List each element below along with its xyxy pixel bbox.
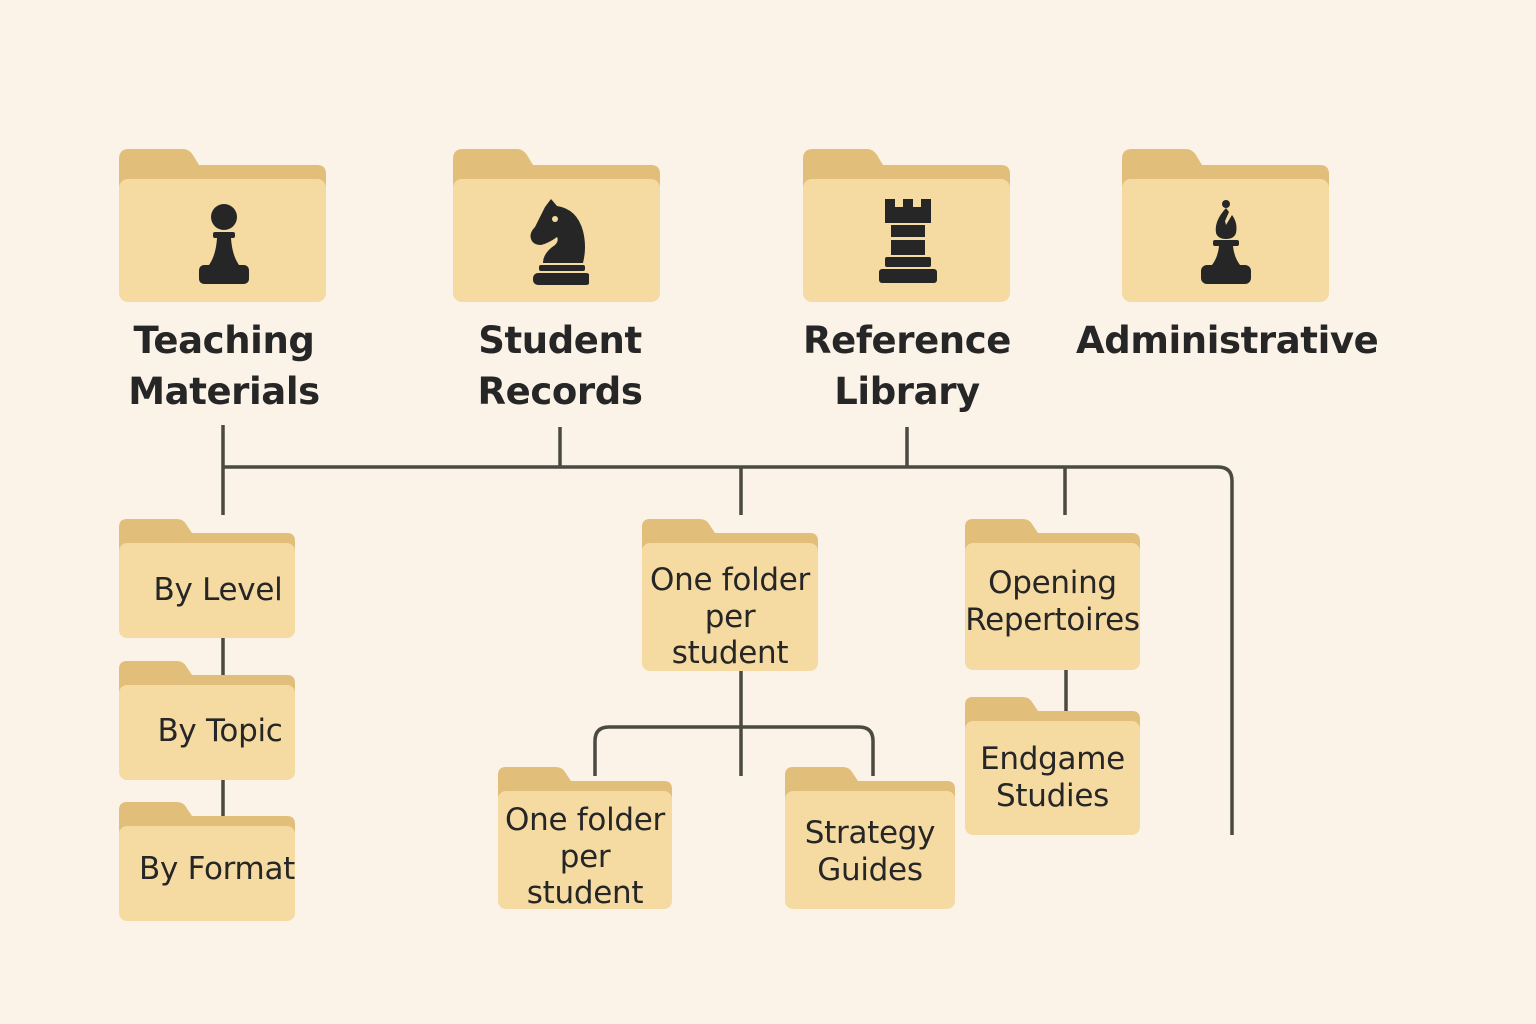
folder-label: By Topic <box>157 712 283 749</box>
student-records-folder[interactable] <box>453 147 660 302</box>
one-folder-per-student-child-folder[interactable]: One folder per student <box>498 765 672 911</box>
by-level-folder[interactable]: By Level <box>119 517 295 638</box>
student-records-title: Student Records <box>477 319 643 413</box>
reference-library-folder[interactable] <box>803 147 1010 302</box>
folder-icon <box>965 697 1140 835</box>
folder-icon <box>453 149 660 302</box>
folder-label: One folder per student <box>505 802 665 912</box>
folder-icon <box>119 519 295 638</box>
folder-label: By Level <box>153 572 283 609</box>
by-format-folder[interactable]: By Format <box>119 800 295 921</box>
folder-icon <box>785 767 955 909</box>
folder-label: By Format <box>139 850 296 887</box>
reference-library-title: Reference Library <box>803 319 1011 413</box>
bishop-icon <box>1201 200 1251 284</box>
folder-icon <box>965 519 1140 670</box>
pawn-icon <box>199 204 249 284</box>
by-topic-folder[interactable]: By Topic <box>119 659 295 780</box>
endgame-studies-folder[interactable]: Endgame Studies <box>965 695 1140 835</box>
knight-icon <box>530 199 589 285</box>
folder-label: One folder per student <box>650 562 810 672</box>
folder-icon <box>642 519 818 671</box>
folder-label: Opening Repertoires <box>965 565 1140 638</box>
folder-icon <box>498 767 672 909</box>
folder-icon <box>119 661 295 780</box>
student-fork-line <box>593 725 875 776</box>
rook-icon <box>879 199 937 283</box>
opening-repertoires-folder[interactable]: Opening Repertoires <box>965 517 1140 670</box>
administrative-title: Administrative <box>1076 319 1379 362</box>
administrative-folder[interactable] <box>1122 147 1329 302</box>
one-folder-per-student-folder[interactable]: One folder per student <box>642 517 818 671</box>
teaching-materials-title: Teaching Materials <box>128 319 320 413</box>
main-bus-line <box>223 465 1234 835</box>
folder-icon <box>119 802 295 921</box>
strategy-guides-folder[interactable]: Strategy Guides <box>785 765 955 909</box>
folder-label: Strategy Guides <box>804 815 936 888</box>
teaching-materials-folder[interactable] <box>119 147 326 302</box>
folder-label: Endgame Studies <box>980 741 1125 814</box>
